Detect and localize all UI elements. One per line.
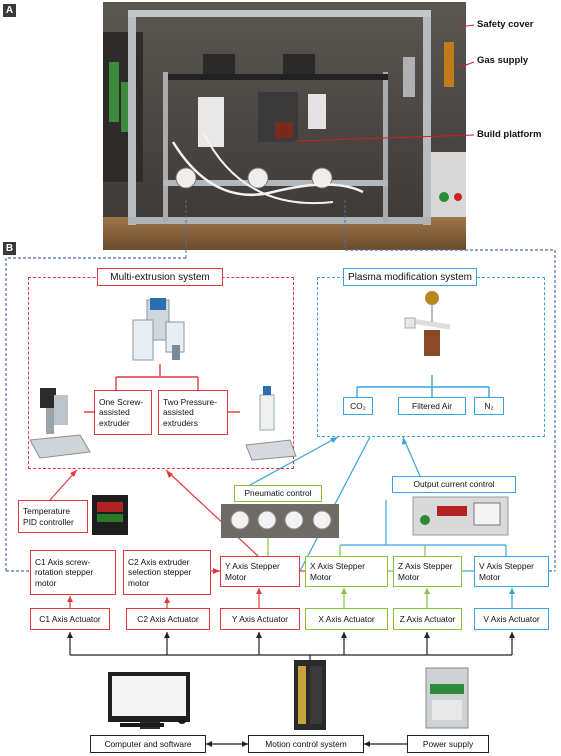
c2-motor-box: C2 Axis extruder selection stepper motor bbox=[123, 550, 211, 595]
power-supply-image bbox=[425, 667, 469, 729]
output-current-control-box: Output current control bbox=[392, 476, 516, 493]
computer-software-box: Computer and software bbox=[90, 735, 206, 753]
motion-control-box: Motion control system bbox=[248, 735, 364, 753]
printer-photo-drawing bbox=[103, 2, 466, 250]
screw-extruder-image bbox=[29, 388, 91, 459]
x-motor-box: X Axis Stepper Motor bbox=[305, 556, 388, 587]
computer-image bbox=[108, 672, 190, 729]
multi-extrusion-title: Multi-extrusion system bbox=[97, 268, 223, 286]
pneumatic-control-box: Pneumatic control bbox=[234, 485, 322, 502]
x-actuator-box: X Axis Actuator bbox=[305, 608, 388, 630]
panel-a-tag: A bbox=[3, 4, 16, 17]
y-actuator-box: Y Axis Actuator bbox=[220, 608, 300, 630]
c1-actuator-box: C1 Axis Actuator bbox=[30, 608, 110, 630]
one-screw-extruder-box: One Screw-assisted extruder bbox=[94, 390, 152, 435]
pressure-extruder-image bbox=[245, 386, 297, 461]
z-actuator-box: Z Axis Actuator bbox=[393, 608, 462, 630]
two-pressure-extruders-box: Two Pressure-assisted extruders bbox=[158, 390, 228, 435]
n2-box: N₂ bbox=[474, 397, 504, 415]
printer-photo bbox=[103, 2, 466, 250]
temperature-pid-box: Temperature PID controller bbox=[18, 500, 88, 533]
power-supply-box: Power supply bbox=[407, 735, 489, 753]
multi-extruder-image bbox=[132, 298, 185, 361]
z-motor-box: Z Axis Stepper Motor bbox=[393, 556, 462, 587]
gas-supply-label: Gas supply bbox=[477, 55, 529, 66]
build-platform-label: Build platform bbox=[477, 129, 542, 140]
v-motor-box: V Axis Stepper Motor bbox=[474, 556, 549, 587]
plasma-modification-title: Plasma modification system bbox=[343, 268, 477, 286]
filtered-air-box: Filtered Air bbox=[398, 397, 466, 415]
safety-cover-label: Safety cover bbox=[477, 19, 534, 30]
v-actuator-box: V Axis Actuator bbox=[474, 608, 549, 630]
y-motor-box: Y Axis Stepper Motor bbox=[220, 556, 300, 587]
panel-b-tag: B bbox=[3, 242, 16, 255]
co2-box: CO₂ bbox=[343, 397, 373, 415]
motion-controller-image bbox=[294, 660, 326, 730]
c2-actuator-box: C2 Axis Actuator bbox=[126, 608, 210, 630]
c1-motor-box: C1 Axis screw-rotation stepper motor bbox=[30, 550, 116, 595]
